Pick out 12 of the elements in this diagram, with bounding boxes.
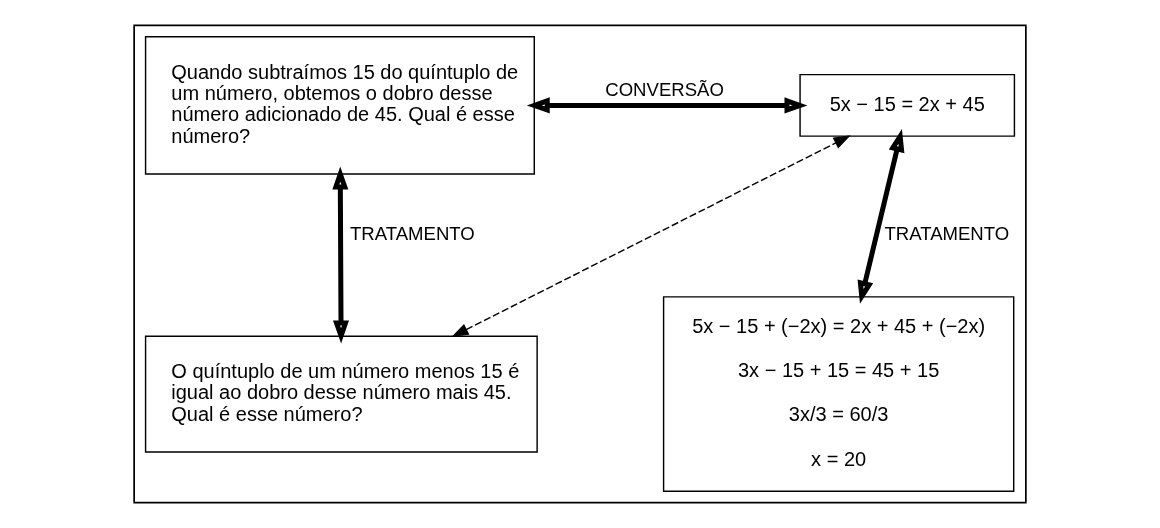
cluster [133, 24, 1027, 504]
edge-label: TRATAMENTO [349, 223, 475, 245]
edge-label: CONVERSÃO [605, 78, 724, 100]
arrow [857, 128, 905, 304]
arrow [526, 97, 808, 114]
arrow [332, 166, 350, 344]
node-box: 5x − 15 = 2x + 45 [799, 73, 1016, 137]
node-box: 5x − 15 + (−2x) = 2x + 45 + (−2x) 3x − 15 + 15 = 45 + 15 3x/3 = 60/3 x = 20 [662, 296, 1015, 492]
node-box: Quando subtraímos 15 do quíntuplo de um número, obtemos o dobro desse número adicionado de 45. Qual é esse número? [144, 36, 535, 175]
edge-label: TRATAMENTO [884, 223, 1010, 245]
node-box: O quíntuplo de um número menos 15 é igual ao dobro desse número mais 45. Qual é esse número? [144, 335, 538, 453]
arrow [451, 135, 851, 338]
